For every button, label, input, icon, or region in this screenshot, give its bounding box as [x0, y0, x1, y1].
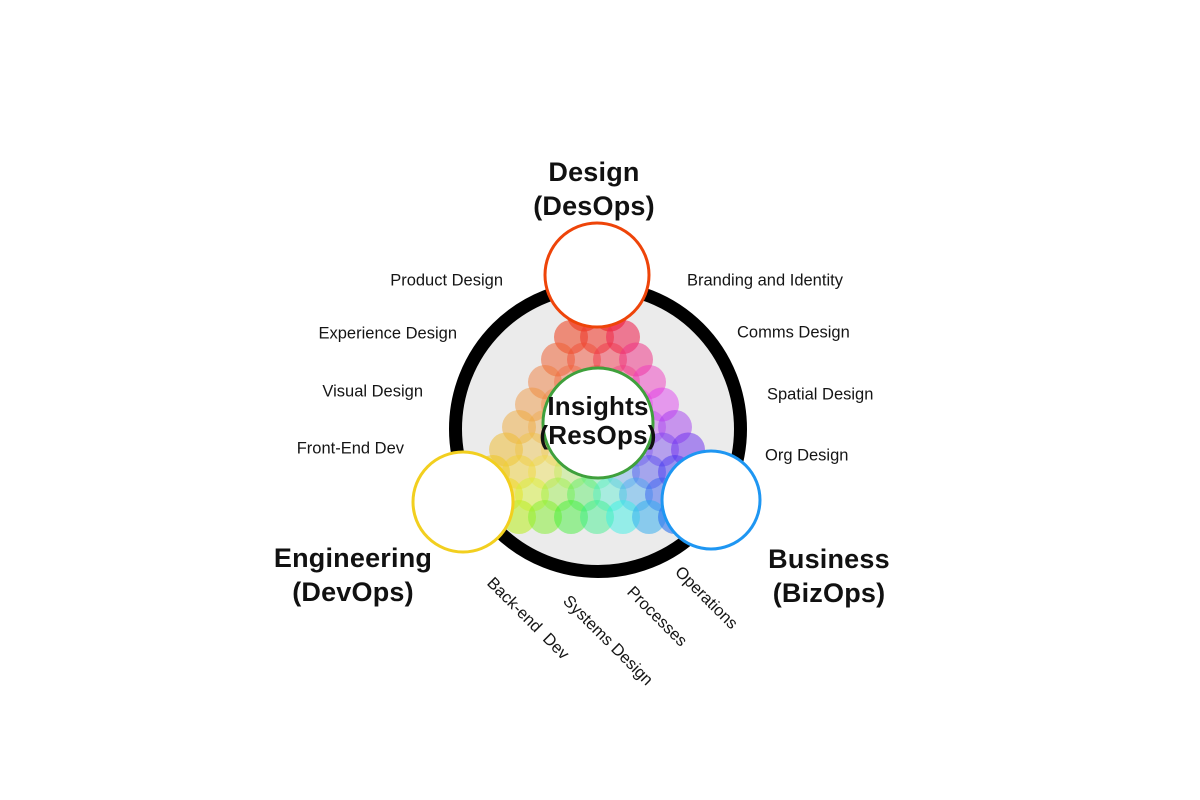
design-title-line2: (DesOps): [533, 191, 655, 221]
label-front-end-dev: Front-End Dev: [296, 439, 404, 458]
design-title-line1: Design: [548, 157, 640, 187]
insights-title-line2: (ResOps): [539, 420, 657, 450]
insights-title-line1: Insights: [547, 391, 649, 421]
label-comms-design: Comms Design: [737, 323, 850, 342]
label-experience-design: Experience Design: [318, 324, 458, 343]
design-title: Design (DesOps): [533, 155, 655, 223]
design-vertex-badge: [543, 221, 651, 329]
business-title-line2: (BizOps): [772, 578, 886, 608]
business-vertex-badge: [660, 449, 762, 551]
label-spatial-design: Spatial Design: [767, 385, 874, 404]
engineering-title-line1: Engineering: [273, 543, 433, 573]
label-product-design: Product Design: [390, 271, 503, 290]
engineering-vertex-badge: [411, 450, 515, 554]
label-visual-design: Visual Design: [322, 382, 423, 401]
insights-title: Insights (ResOps): [539, 392, 656, 450]
engineering-title: Engineering (DevOps): [274, 541, 432, 609]
business-title: Business (BizOps): [768, 542, 890, 610]
label-branding-identity: Branding and Identity: [687, 271, 843, 290]
engineering-title-line2: (DevOps): [292, 577, 414, 607]
insights-center-badge: [541, 366, 655, 480]
label-org-design: Org Design: [765, 446, 849, 465]
business-title-line1: Business: [768, 544, 890, 574]
